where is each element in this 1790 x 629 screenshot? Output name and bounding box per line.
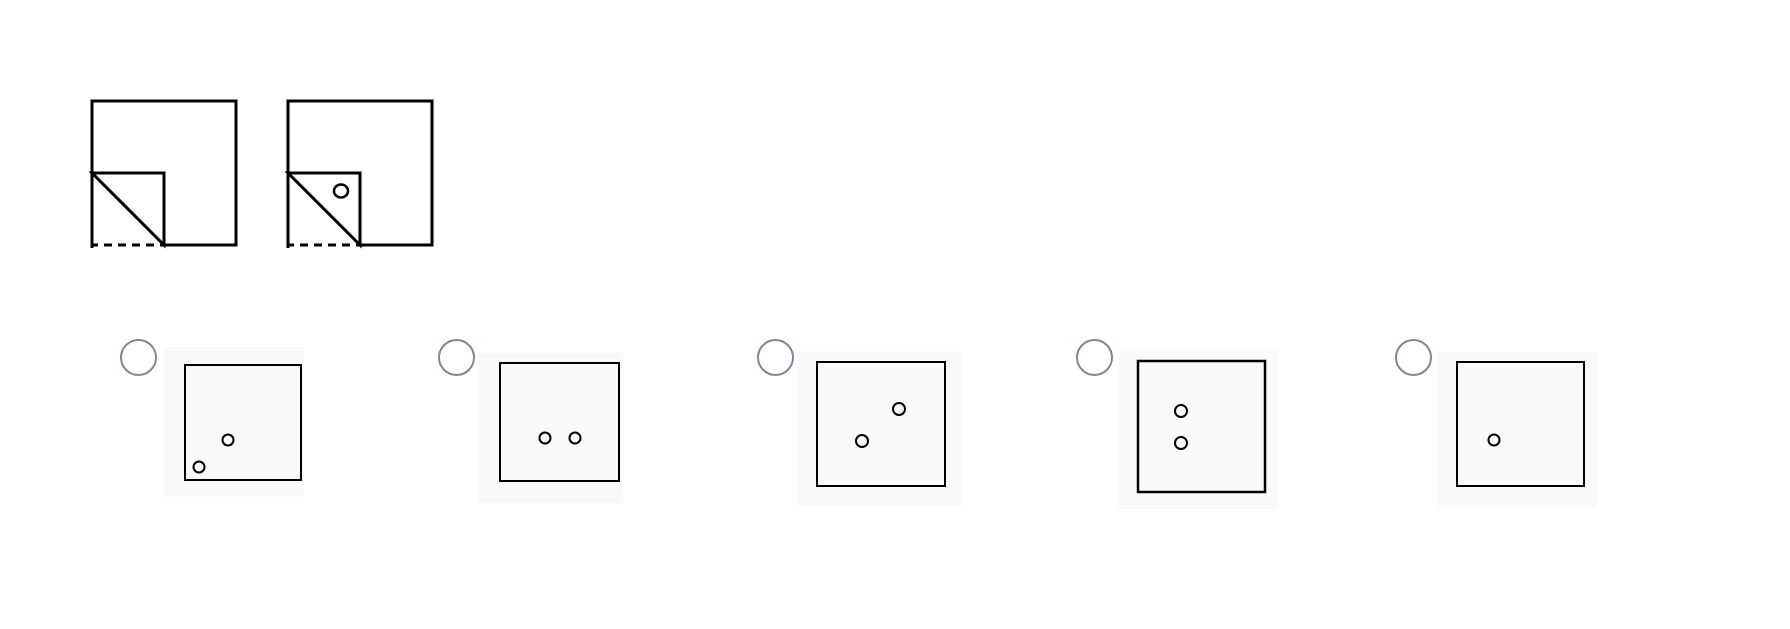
option-a[interactable] <box>120 339 420 509</box>
paper-outline <box>90 99 238 248</box>
hole <box>221 433 235 447</box>
option-a-figure <box>164 347 304 497</box>
option-c-radio[interactable] <box>757 339 794 376</box>
punched-hole <box>332 183 350 199</box>
folded-flap <box>88 171 166 249</box>
option-d-radio[interactable] <box>1076 339 1113 376</box>
fold-step-2-figure <box>284 99 434 249</box>
hole <box>1174 404 1188 418</box>
hole <box>568 431 582 445</box>
folded-corner-dashed-outline <box>90 173 164 247</box>
option-c[interactable] <box>757 339 1057 509</box>
folded-corner-dashed-outline <box>286 173 360 247</box>
hole <box>892 402 906 416</box>
option-background <box>478 353 623 503</box>
option-background <box>797 351 962 506</box>
hole <box>538 431 552 445</box>
option-b-figure <box>478 353 623 503</box>
option-background <box>164 347 304 497</box>
unfolded-paper <box>184 364 302 481</box>
unfolded-paper <box>1456 361 1585 487</box>
option-background <box>1437 352 1597 507</box>
fold-step-1-figure <box>88 99 238 249</box>
option-e-radio[interactable] <box>1395 339 1432 376</box>
hole <box>855 434 869 448</box>
unfolded-paper <box>816 361 946 487</box>
hole <box>1174 436 1188 450</box>
option-b[interactable] <box>438 339 738 509</box>
option-d-figure <box>1118 349 1278 509</box>
paper-outline <box>286 99 434 248</box>
unfolded-paper <box>1136 359 1267 494</box>
hole <box>1487 433 1501 447</box>
option-background <box>1118 349 1278 509</box>
option-e-figure <box>1437 352 1597 507</box>
hole <box>192 460 206 474</box>
option-a-radio[interactable] <box>120 339 157 376</box>
option-c-figure <box>797 351 962 506</box>
option-d[interactable] <box>1076 339 1376 509</box>
folded-flap <box>284 171 362 249</box>
option-e[interactable] <box>1395 339 1695 509</box>
unfolded-paper <box>499 362 620 482</box>
option-b-radio[interactable] <box>438 339 475 376</box>
